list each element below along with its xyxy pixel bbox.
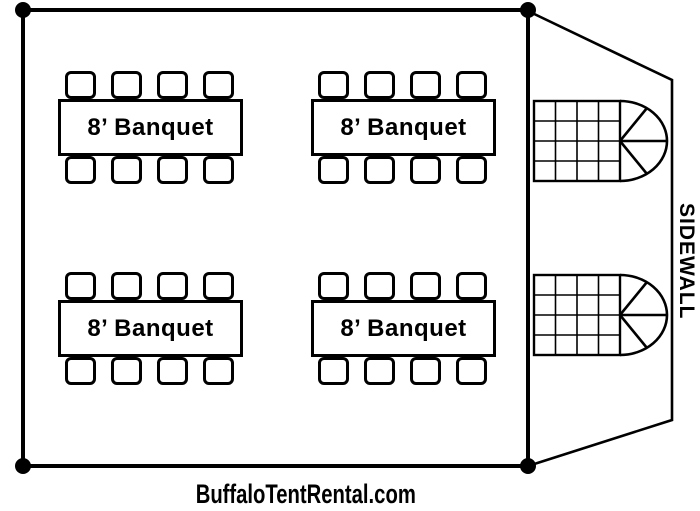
chair (410, 156, 441, 184)
corner-pole-dot (520, 2, 536, 18)
chair (318, 272, 349, 300)
chair (364, 357, 395, 385)
grid-fan-fixture (532, 273, 669, 357)
banquet-table-group: 8’ Banquet (311, 71, 496, 184)
chair (111, 71, 142, 99)
banquet-table: 8’ Banquet (311, 99, 496, 156)
corner-pole-dot (15, 458, 31, 474)
corner-pole-dot (520, 458, 536, 474)
table-label: 8’ Banquet (340, 113, 467, 141)
chair (111, 357, 142, 385)
chair (364, 71, 395, 99)
chair (65, 357, 96, 385)
chair (456, 156, 487, 184)
chair (410, 272, 441, 300)
banquet-table: 8’ Banquet (58, 300, 243, 357)
sidewall-label: SIDEWALL (675, 202, 698, 320)
banquet-table: 8’ Banquet (58, 99, 243, 156)
chair (157, 272, 188, 300)
footer: BuffaloTentRental.com (0, 479, 612, 510)
chair (65, 71, 96, 99)
chair (456, 71, 487, 99)
table-label: 8’ Banquet (87, 314, 214, 342)
grid-fan-fixture (532, 99, 669, 183)
fan-line-upper (618, 281, 649, 316)
chair (157, 71, 188, 99)
window-fixtures-layer (532, 99, 669, 357)
chair (410, 71, 441, 99)
chair (203, 71, 234, 99)
chair (157, 357, 188, 385)
chair (203, 156, 234, 184)
banquet-table-group: 8’ Banquet (58, 71, 243, 184)
corner-pole-dot (15, 2, 31, 18)
table-label: 8’ Banquet (340, 314, 467, 342)
chair (456, 357, 487, 385)
chair (157, 156, 188, 184)
table-label: 8’ Banquet (87, 113, 214, 141)
chair (111, 272, 142, 300)
chair (111, 156, 142, 184)
chair (364, 156, 395, 184)
chair (318, 156, 349, 184)
chair (364, 272, 395, 300)
footer-brand: BuffaloTentRental.com (195, 479, 417, 509)
fan-line-lower (618, 140, 649, 175)
banquet-table-group: 8’ Banquet (311, 272, 496, 385)
chair (318, 71, 349, 99)
chair (65, 156, 96, 184)
chair (203, 357, 234, 385)
banquet-table: 8’ Banquet (311, 300, 496, 357)
fan-line-upper (618, 107, 649, 142)
chair (318, 357, 349, 385)
chair (203, 272, 234, 300)
chair (410, 357, 441, 385)
banquet-table-group: 8’ Banquet (58, 272, 243, 385)
chair (65, 272, 96, 300)
tent-end-outline (527, 9, 674, 468)
fan-line-lower (618, 314, 649, 349)
chair (456, 272, 487, 300)
tent-perimeter (21, 8, 530, 468)
